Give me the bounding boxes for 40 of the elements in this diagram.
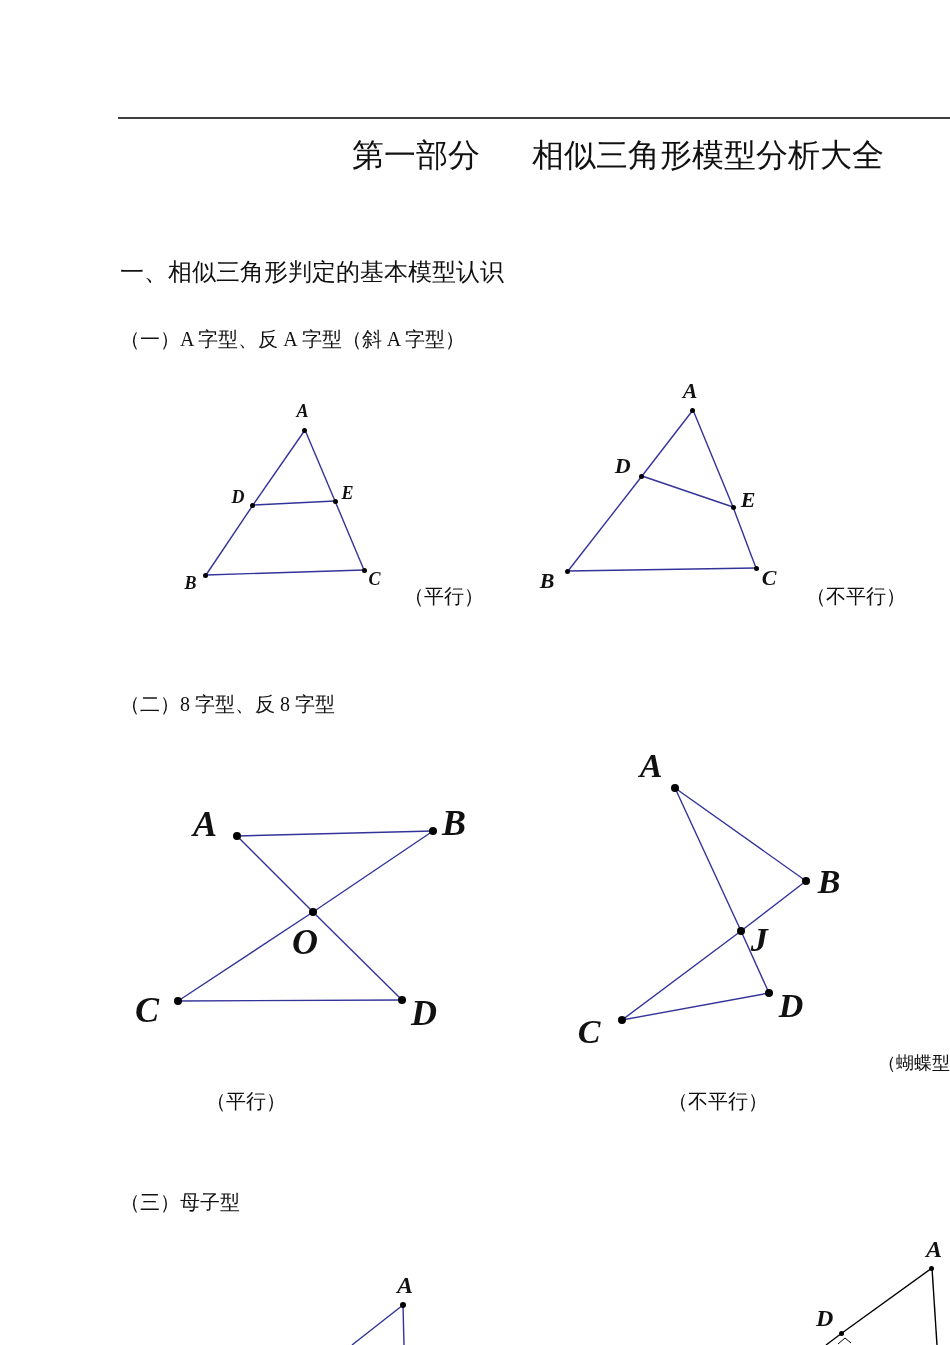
point-label: J	[750, 923, 768, 957]
geometry-point	[361, 567, 384, 588]
point-label: A	[296, 402, 309, 420]
point-label: C	[368, 570, 381, 588]
point-label: D	[815, 1306, 834, 1330]
point-label: B	[539, 570, 555, 592]
figure-caption: （不平行）	[668, 1089, 768, 1113]
line-segment	[641, 475, 734, 508]
geometry-point	[184, 572, 209, 592]
point-label: D	[231, 488, 245, 506]
figure-caption: （蝴蝶型	[878, 1053, 950, 1075]
line-segment	[252, 500, 336, 506]
point-label: D	[410, 995, 437, 1031]
figure-caption: （平行）	[404, 584, 484, 608]
point-label: A	[682, 380, 698, 402]
point-label: E	[341, 484, 354, 502]
page-title: 第一部分 相似三角形模型分析大全	[352, 136, 884, 175]
point-label: C	[577, 1015, 601, 1049]
section-heading: （三）母子型	[120, 1190, 240, 1214]
figure-caption: （平行）	[206, 1089, 286, 1113]
figure-caption: （不平行）	[806, 584, 906, 608]
point-label: B	[184, 574, 197, 592]
point-label: A	[192, 806, 217, 842]
point-label: B	[441, 805, 466, 841]
point-label: A	[639, 749, 663, 783]
section-heading: （一）A 字型、反 A 字型（斜 A 字型）	[120, 327, 466, 351]
point-label: A	[925, 1237, 942, 1261]
point-label: C	[761, 567, 777, 589]
point-label: O	[291, 924, 318, 960]
line-segment	[567, 567, 757, 572]
point-label: E	[740, 489, 756, 511]
point-label: D	[778, 989, 804, 1023]
point-label: C	[134, 992, 159, 1028]
geometry-point	[231, 488, 256, 508]
section-heading: 一、相似三角形判定的基本模型认识	[120, 258, 504, 287]
section-heading: （二）8 字型、反 8 字型	[120, 692, 335, 716]
point-label: D	[614, 455, 631, 477]
point-label: B	[817, 865, 841, 899]
line-segment	[205, 569, 365, 576]
point-label: A	[396, 1273, 413, 1297]
